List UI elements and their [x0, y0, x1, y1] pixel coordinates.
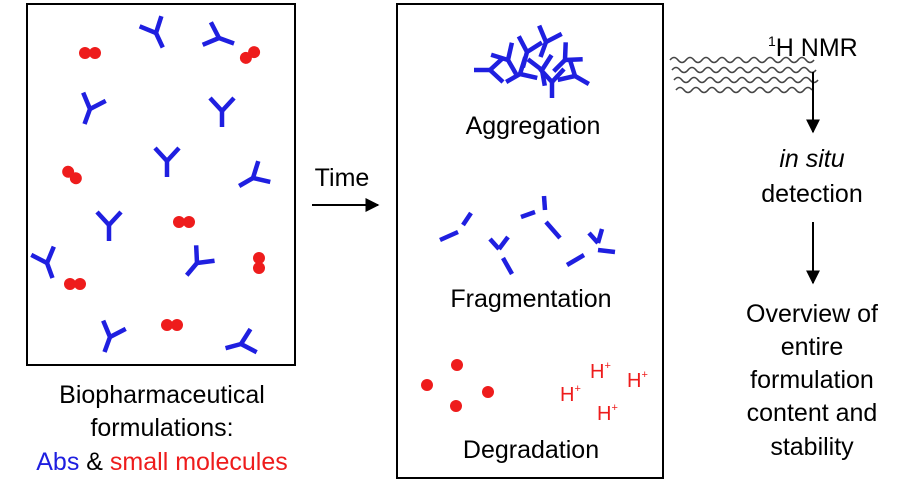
- small-molecule: [173, 216, 195, 228]
- caption-line2: formulations:: [90, 414, 233, 442]
- small-molecules-left: [59, 43, 265, 331]
- degraded-molecules: [421, 359, 494, 412]
- caption-abs: Abs: [36, 448, 79, 476]
- nmr-label: 1H NMR: [768, 33, 858, 62]
- detection-label: detection: [761, 180, 862, 208]
- antibody: [178, 245, 215, 283]
- small-molecule: [64, 278, 86, 290]
- nmr-superscript: 1: [768, 33, 776, 49]
- time-label: Time: [315, 164, 370, 192]
- proton-1: H+: [590, 360, 611, 383]
- nmr-waves: [669, 56, 819, 94]
- caption-amp: &: [79, 448, 110, 476]
- antibody: [31, 247, 63, 282]
- formulation-panel: [26, 3, 296, 366]
- small-molecule: [253, 252, 265, 274]
- aggregation-label: Aggregation: [466, 112, 601, 140]
- fragmentation-label: Fragmentation: [450, 285, 611, 313]
- small-molecule: [161, 319, 183, 331]
- nmr-text: H NMR: [776, 34, 858, 62]
- antibody: [73, 93, 105, 128]
- antibody: [233, 161, 270, 196]
- overview-line-5: stability: [770, 433, 854, 461]
- antibody: [140, 16, 174, 52]
- aggregate-cluster: [474, 26, 595, 98]
- antibody: [203, 22, 238, 54]
- proton-4: H+: [597, 402, 618, 425]
- antibody: [155, 148, 179, 177]
- caption-line3: Abs & small molecules: [36, 448, 288, 476]
- proton-3: H+: [560, 383, 581, 406]
- antibody: [93, 321, 125, 356]
- overview-line-1: Overview of: [746, 300, 878, 328]
- degradation-label: Degradation: [463, 436, 599, 464]
- antibody: [210, 98, 234, 127]
- fragments: [439, 195, 616, 276]
- small-molecule: [79, 47, 101, 59]
- insitu-label: in situ: [779, 145, 844, 173]
- antibodies-left: [31, 16, 270, 360]
- caption-small: small molecules: [110, 448, 288, 476]
- overview-line-3: formulation: [750, 366, 874, 394]
- antibody: [222, 329, 256, 360]
- antibody: [97, 212, 121, 241]
- proton-2: H+: [627, 369, 648, 392]
- outcome-panel: [396, 3, 664, 479]
- caption-line1: Biopharmaceutical: [59, 381, 265, 409]
- protons: H+ H+ H+ H+: [560, 360, 648, 425]
- overview-line-4: content and: [747, 399, 878, 427]
- small-molecule: [59, 163, 85, 187]
- overview-line-2: entire: [781, 333, 844, 361]
- small-molecule: [237, 43, 263, 67]
